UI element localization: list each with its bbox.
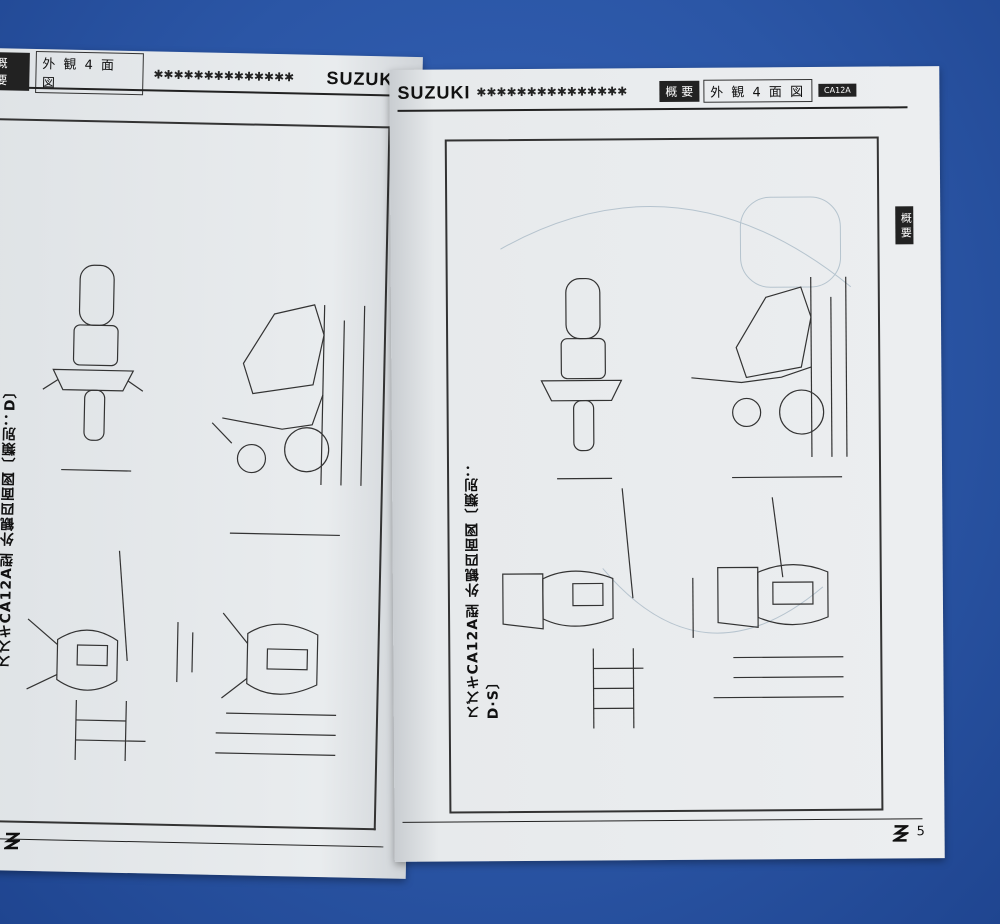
right-header-stars: ✱✱✱✱✱✱✱✱✱✱✱✱✱✱✱ [476,84,628,100]
left-page: 概 要 外 観 4 面 図 ✱✱✱✱✱✱✱✱✱✱✱✱✱✱ SUZUKI スズキC… [0,48,423,879]
left-header-tag: 概 要 [0,51,30,91]
left-page-header: 概 要 外 観 4 面 図 ✱✱✱✱✱✱✱✱✱✱✱✱✱✱ SUZUKI [0,50,400,96]
right-header-tag: 概 要 [659,80,700,102]
suzuki-logo-icon [892,825,909,842]
right-side-tab: 概 要 [895,206,914,244]
side-view-body [242,304,325,395]
right-header-brand: SUZUKI [397,81,471,103]
left-header-stars: ✱✱✱✱✱✱✱✱✱✱✱✱✱✱ [153,67,295,85]
right-rear-view-shield [717,566,759,629]
side-view-rear-wheel [284,427,330,473]
rear-view-body [246,623,319,695]
front-view-body [56,629,119,691]
right-header-code: CA12A [817,83,857,97]
right-page-header: SUZUKI ✱✱✱✱✱✱✱✱✱✱✱✱✱✱✱ 概 要 外 観 4 面 図 CA1… [397,78,917,104]
left-footer-rule [0,837,384,848]
right-side-view-wheel [779,389,825,435]
left-technical-drawing [26,264,366,761]
right-page: SUZUKI ✱✱✱✱✱✱✱✱✱✱✱✱✱✱✱ 概 要 外 観 4 面 図 CA1… [389,66,945,862]
right-header-section: 外 観 4 面 図 [703,78,813,103]
right-technical-drawing [500,196,852,729]
right-footer-rule [402,818,923,823]
top-view-seat [78,264,115,326]
right-header-rule [397,106,908,112]
right-top-view-seat [565,277,601,340]
right-side-view-body [735,286,812,379]
right-front-view-shield [502,573,544,630]
page-number: 5 [916,824,925,840]
left-suzuki-logo-icon [4,832,20,850]
